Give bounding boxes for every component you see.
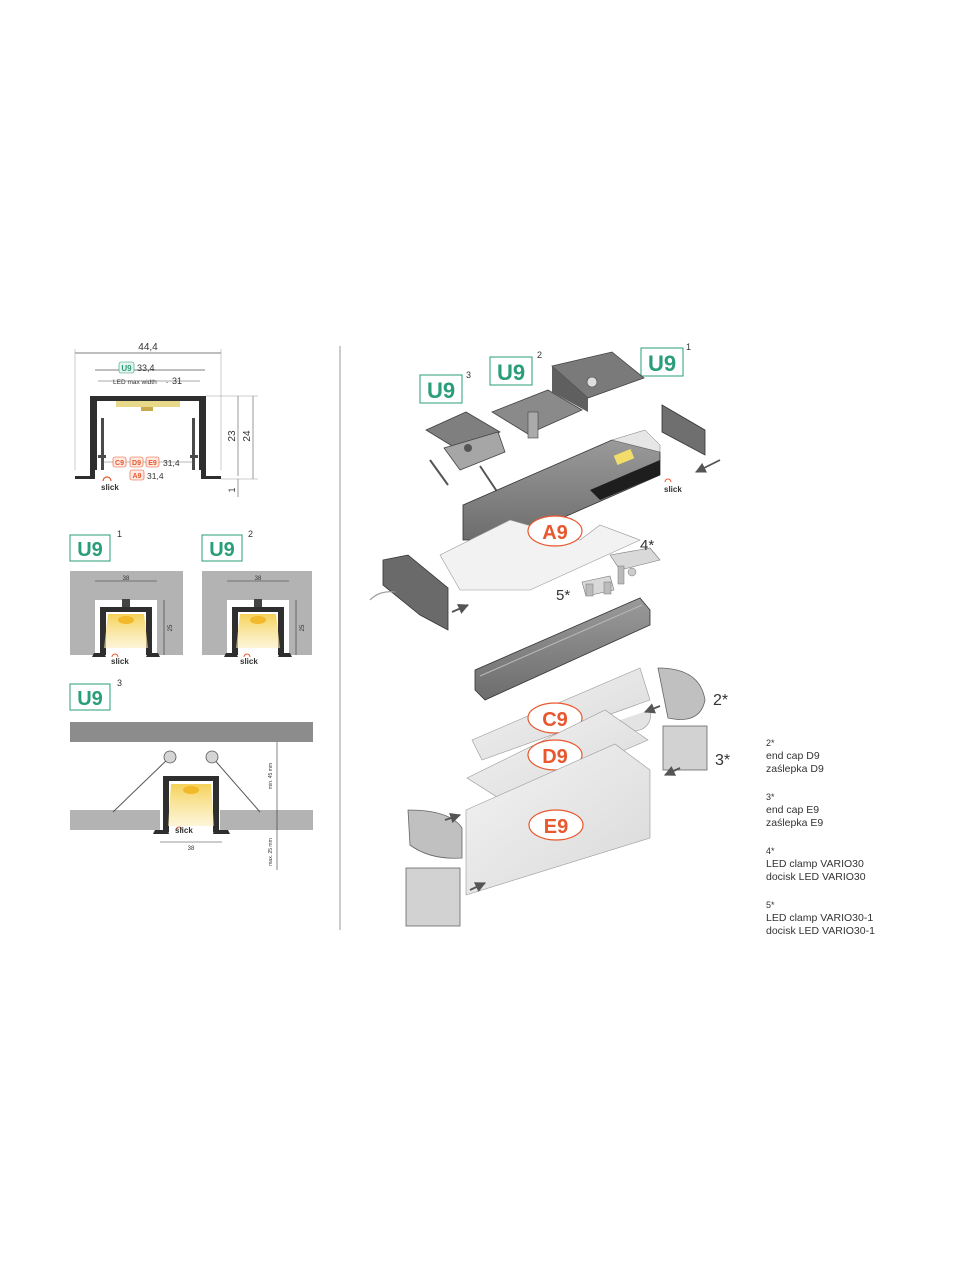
variant-3: U9 3 slick 38 min. 45 mm max. 25 mm <box>69 678 313 870</box>
variant-2-label: U9 <box>209 539 235 561</box>
c9-label: C9 <box>542 709 568 731</box>
led-max-width-label: LED max width <box>113 379 157 386</box>
exploded-u9-1-sup: 1 <box>686 342 691 352</box>
d9-badge <box>527 739 583 771</box>
u9-width-value: 33,4 <box>137 363 155 373</box>
legend-3-en: end cap E9 <box>766 804 820 816</box>
covers-width-value: 31,4 <box>163 458 180 468</box>
cover-e9-mini: E9 <box>148 460 157 467</box>
exploded-u9-1-label: U9 <box>648 351 676 376</box>
callout-5: 5* <box>556 587 570 604</box>
exploded-u9-3-sup: 3 <box>466 370 471 380</box>
a9-mini-tag: A9 <box>133 473 142 480</box>
legend-4-en: LED clamp VARIO30 <box>766 858 864 870</box>
d9-label: D9 <box>542 746 568 768</box>
legend-item-4: 4* LED clamp VARIO30 docisk LED VARIO30 <box>766 845 946 884</box>
u9-mini-tag <box>118 361 135 374</box>
legend-2-num: 2* <box>766 738 775 748</box>
variant-3-slick: slick <box>175 826 193 835</box>
legend-5-num: 5* <box>766 900 775 910</box>
variant-1-height: 25 <box>168 624 174 631</box>
variant-2-height: 25 <box>300 624 306 631</box>
callout-3: 3* <box>715 752 730 769</box>
variant-1-width: 38 <box>123 576 130 582</box>
overall-width-value: 44,4 <box>138 342 158 353</box>
exploded-view: U9 3 U9 2 U9 1 slick A9 <box>369 342 730 927</box>
legend-item-2: 2* end cap D9 zaślepka D9 <box>766 737 946 776</box>
variant-2-slick: slick <box>240 657 258 666</box>
legend-2-pl: zaślepka D9 <box>766 763 824 775</box>
cover-c9-mini: C9 <box>115 460 124 467</box>
exploded-slick: slick <box>664 485 682 494</box>
legend-2-en: end cap D9 <box>766 750 820 762</box>
variant-3-label: U9 <box>77 688 103 710</box>
cover-d9-mini: D9 <box>132 460 141 467</box>
e9-badge <box>528 809 584 841</box>
led-max-width-value: 31 <box>172 376 182 386</box>
variant-3-max: max. 25 mm <box>268 838 274 866</box>
slick-label-main: slick <box>101 483 119 492</box>
flange-value: 1 <box>227 487 237 492</box>
legend-4-pl: docisk LED VARIO30 <box>766 871 866 883</box>
exploded-u9-3-label: U9 <box>427 378 455 403</box>
a9-badge <box>527 515 583 547</box>
variant-3-min: min. 45 mm <box>268 763 274 789</box>
height-outer-value: 24 <box>242 430 253 442</box>
parts-legend: 2* end cap D9 zaślepka D9 3* end cap E9 … <box>766 737 946 953</box>
legend-4-num: 4* <box>766 846 775 856</box>
a9-width-value: 31,4 <box>147 471 164 481</box>
cross-section-drawing: 44,4 U9 33,4 LED max width - 31 C9 D9 E9… <box>74 342 258 497</box>
c9-badge <box>527 702 583 734</box>
callout-2: 2* <box>713 692 728 709</box>
variant-1: U9 1 38 25 slick <box>69 529 183 666</box>
e9-label: E9 <box>544 816 568 838</box>
legend-item-5: 5* LED clamp VARIO30-1 docisk LED VARIO3… <box>766 899 946 938</box>
legend-5-en: LED clamp VARIO30-1 <box>766 912 874 924</box>
led-max-width-sep: - <box>166 379 168 386</box>
legend-5-pl: docisk LED VARIO30-1 <box>766 925 875 937</box>
legend-item-3: 3* end cap E9 zaślepka E9 <box>766 791 946 830</box>
legend-3-pl: zaślepka E9 <box>766 817 824 829</box>
variant-2: U9 2 38 25 slick <box>201 529 312 666</box>
exploded-u9-2-sup: 2 <box>537 350 542 360</box>
variant-1-label: U9 <box>77 539 103 561</box>
callout-4: 4* <box>640 537 654 554</box>
exploded-u9-2-label: U9 <box>497 360 525 385</box>
height-inner-value: 23 <box>227 430 238 442</box>
variant-2-sup: 2 <box>248 529 253 539</box>
legend-3-num: 3* <box>766 792 775 802</box>
variant-2-width: 38 <box>255 576 262 582</box>
a9-label: A9 <box>542 522 568 544</box>
variant-1-slick: slick <box>111 657 129 666</box>
u9-mini-tag-label: U9 <box>121 364 132 373</box>
variant-3-sup: 3 <box>117 678 122 688</box>
variant-1-sup: 1 <box>117 529 122 539</box>
variant-3-width: 38 <box>188 846 195 852</box>
